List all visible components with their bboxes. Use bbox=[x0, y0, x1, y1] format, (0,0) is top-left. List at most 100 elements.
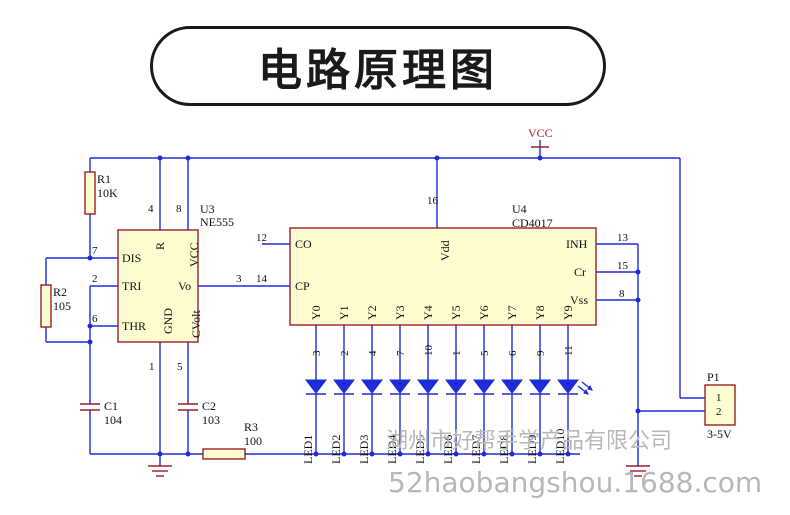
u4-ref: U4 bbox=[512, 202, 527, 216]
c1-value: 104 bbox=[104, 413, 122, 427]
u4-pin-inh-num: 13 bbox=[617, 232, 629, 244]
u4-output-pin-num: 2 bbox=[339, 351, 351, 357]
u3-pin-tri-num: 2 bbox=[92, 273, 98, 285]
led-diode-icon bbox=[360, 379, 384, 394]
u4-output-pin-num: 7 bbox=[395, 350, 407, 356]
led-diode-icon bbox=[388, 379, 412, 394]
r3-ref: R3 bbox=[244, 420, 258, 434]
capacitor-c1: C1 104 bbox=[80, 399, 122, 454]
u3-pin-gnd-num: 1 bbox=[149, 361, 155, 373]
led-label: LED3 bbox=[357, 435, 371, 464]
led-label: LED9 bbox=[525, 435, 539, 464]
u4-pin-vdd-num: 16 bbox=[427, 195, 439, 207]
u3-pin-dis-num: 7 bbox=[92, 245, 98, 257]
u3-pin-vcc: VCC bbox=[187, 242, 201, 267]
u4-output-y7: Y7 bbox=[505, 305, 519, 320]
u4-output-y6: Y6 bbox=[477, 305, 491, 320]
u4-pin-vss-num: 8 bbox=[619, 288, 625, 300]
watermark-line1: 湖州市好帮手学产品有限公司 bbox=[386, 429, 672, 454]
chip-u4-cd4017: U4 CD4017 CO 12 CP 14 Vdd 16 INH 13 Cr 1… bbox=[256, 158, 705, 477]
c1-ref: C1 bbox=[104, 399, 118, 413]
u4-pin-co-num: 12 bbox=[256, 232, 267, 244]
led-1: LED1 bbox=[301, 379, 328, 464]
r1-value: 10K bbox=[97, 186, 118, 200]
u4-pin-cr-num: 15 bbox=[617, 260, 629, 272]
led-diode-icon bbox=[472, 379, 496, 394]
u3-pin-r: R bbox=[153, 242, 167, 250]
p1-voltage: 3-5V bbox=[707, 427, 732, 441]
u3-pin-cvolt: CVolt bbox=[189, 310, 203, 338]
u4-output-pin-num: 3 bbox=[311, 350, 323, 356]
u4-output-pin-num: 10 bbox=[423, 345, 435, 357]
u3-pin-vo-num: 3 bbox=[236, 273, 242, 285]
u4-output-pin-num: 6 bbox=[507, 350, 519, 356]
vcc-label: VCC bbox=[528, 126, 553, 140]
resistor-r2: R2 105 bbox=[40, 255, 93, 345]
u4-pin-vdd: Vdd bbox=[438, 240, 452, 261]
led-5: LED5 bbox=[413, 379, 440, 464]
p1-pin1: 1 bbox=[716, 392, 722, 404]
resistor-r1: R1 10K bbox=[84, 158, 118, 258]
led-diode-icon bbox=[500, 379, 524, 394]
u3-pin-thr-num: 6 bbox=[92, 313, 98, 325]
u4-output-pin-num: 1 bbox=[451, 351, 463, 357]
u4-pin-cr: Cr bbox=[574, 265, 586, 279]
u4-part: CD4017 bbox=[512, 216, 553, 230]
u4-output-y5: Y5 bbox=[449, 305, 463, 320]
led-3: LED3 bbox=[357, 379, 384, 464]
u3-pin-dis: DIS bbox=[122, 251, 141, 265]
led-diode-icon bbox=[556, 379, 580, 394]
u4-output-y2: Y2 bbox=[365, 305, 379, 320]
u4-output-y0: Y0 bbox=[309, 305, 323, 320]
led-2: LED2 bbox=[329, 379, 356, 464]
r2-value: 105 bbox=[53, 299, 71, 313]
led-7: LED7 bbox=[469, 379, 496, 464]
u4-output-pin-num: 4 bbox=[367, 350, 379, 356]
led-label: LED10 bbox=[553, 429, 567, 464]
u4-output-y1: Y1 bbox=[337, 305, 351, 320]
u3-pin-thr: THR bbox=[122, 319, 146, 333]
capacitor-c2: C2 103 bbox=[178, 399, 220, 454]
watermark-line2: 52haobangshou.1688.com bbox=[388, 466, 762, 499]
c2-value: 103 bbox=[202, 413, 220, 427]
led-6: LED6 bbox=[441, 379, 468, 464]
title-banner: 电路原理图 bbox=[150, 26, 606, 106]
led-label: LED5 bbox=[413, 435, 427, 464]
r3-value: 100 bbox=[244, 434, 262, 448]
led-label: LED6 bbox=[441, 435, 455, 464]
led-diode-icon bbox=[332, 379, 356, 394]
p1-ref: P1 bbox=[707, 370, 720, 384]
p1-pin2: 2 bbox=[716, 406, 722, 418]
led-diode-icon bbox=[528, 379, 552, 394]
u3-pin-vcc-num: 8 bbox=[176, 203, 182, 215]
r1-ref: R1 bbox=[97, 172, 111, 186]
led-4: LED4 bbox=[385, 379, 412, 464]
u4-output-y8: Y8 bbox=[533, 305, 547, 320]
led-10: LED10 bbox=[553, 379, 580, 464]
u4-pin-co: CO bbox=[295, 237, 312, 251]
led-diode-icon bbox=[444, 379, 468, 394]
u3-pin-r-num: 4 bbox=[148, 203, 154, 215]
u4-output-y9: Y9 bbox=[561, 305, 575, 320]
led-label: LED2 bbox=[329, 435, 343, 464]
u3-ref: U3 bbox=[200, 202, 215, 216]
led-label: LED8 bbox=[497, 435, 511, 464]
u4-output-pins: Y0 3 Y1 2 Y2 4 Y3 7 Y4 10 Y5 1 Y6 5 Y7 6 Y8 9 Y9 11 bbox=[309, 305, 575, 380]
led-label: LED1 bbox=[301, 435, 315, 464]
u4-pin-inh: INH bbox=[566, 237, 588, 251]
u4-pin-cp-num: 14 bbox=[256, 273, 268, 285]
u4-output-y4: Y4 bbox=[421, 305, 435, 320]
r2-ref: R2 bbox=[53, 285, 67, 299]
u4-output-pin-num: 11 bbox=[563, 345, 575, 356]
u4-output-y3: Y3 bbox=[393, 305, 407, 320]
u3-pin-cvolt-num: 5 bbox=[177, 361, 183, 373]
u3-pin-tri: TRI bbox=[122, 279, 141, 293]
led-8: LED8 bbox=[497, 379, 524, 464]
u4-output-pin-num: 9 bbox=[535, 350, 547, 356]
u3-part: NE555 bbox=[200, 215, 234, 229]
u4-output-pin-num: 5 bbox=[479, 350, 491, 356]
led-label: LED4 bbox=[385, 435, 399, 464]
u4-pin-vss: Vss bbox=[570, 293, 588, 307]
